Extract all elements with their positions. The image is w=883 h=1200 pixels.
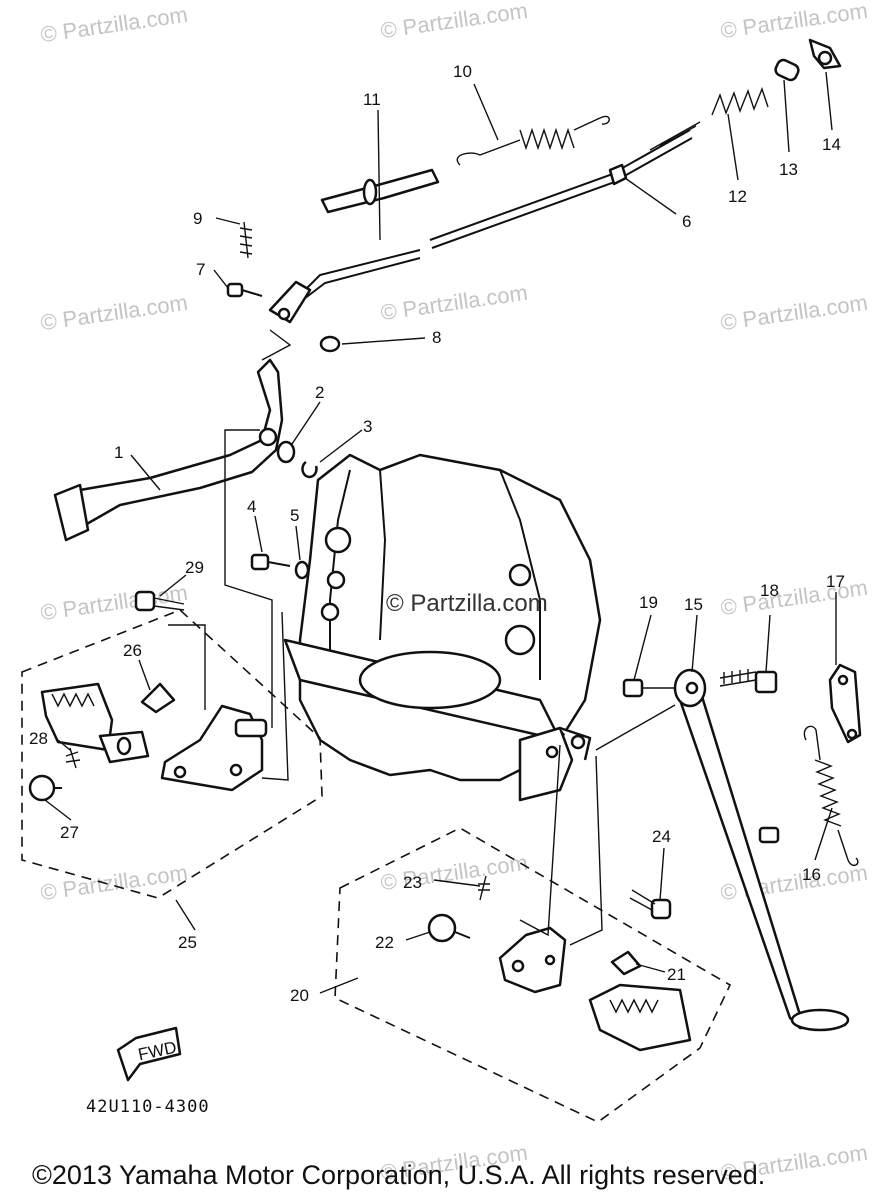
nut (622, 678, 644, 698)
callout-16: 16 (802, 865, 821, 884)
callout-19: 19 (639, 593, 658, 612)
callout-2: 2 (315, 383, 324, 402)
clip (301, 460, 318, 479)
right-footrest-assembly (334, 827, 732, 1123)
callout-21: 21 (667, 965, 686, 984)
callout-5: 5 (290, 506, 299, 525)
callout-28: 28 (29, 729, 48, 748)
spring-pin (239, 221, 253, 259)
spring (803, 725, 859, 867)
cotter-pin (65, 747, 81, 769)
callout-18: 18 (760, 581, 779, 600)
callout-14: 14 (822, 135, 841, 154)
pin (427, 913, 471, 943)
callout-23: 23 (403, 873, 422, 892)
fwd-arrow: FWD (116, 1026, 182, 1082)
callout-3: 3 (363, 417, 372, 436)
callout-1: 1 (114, 443, 123, 462)
callout-27: 27 (60, 823, 79, 842)
callout-8: 8 (432, 328, 441, 347)
callout-4: 4 (247, 497, 256, 516)
frame (283, 453, 602, 802)
callout-12: 12 (728, 187, 747, 206)
callout-6: 6 (682, 212, 691, 231)
callout-labels: 1 2 3 4 5 6 7 8 9 10 11 12 13 14 15 16 1… (29, 62, 845, 1005)
pin (28, 774, 62, 802)
bracket (828, 663, 862, 744)
collar (774, 58, 800, 82)
sidestand (673, 668, 850, 1032)
callout-7: 7 (196, 260, 205, 279)
bolt (629, 889, 672, 920)
leader-lines (44, 71, 837, 994)
cotter-pin (478, 875, 490, 901)
left-footrest-assembly (21, 609, 323, 899)
bolt (719, 669, 778, 694)
callout-15: 15 (684, 595, 703, 614)
part-code: 42U110-4300 (86, 1097, 210, 1117)
callout-13: 13 (779, 160, 798, 179)
bolt (134, 590, 185, 612)
callout-22: 22 (375, 933, 394, 952)
callout-17: 17 (826, 572, 845, 591)
bolt (226, 282, 263, 298)
shift-pedal (53, 358, 284, 542)
spring (711, 86, 769, 116)
callout-11: 11 (363, 90, 381, 109)
callout-24: 24 (652, 827, 671, 846)
copyright-notice: ©2013 Yamaha Motor Corporation, U.S.A. A… (32, 1160, 766, 1190)
spring (456, 115, 610, 166)
washer (294, 560, 310, 580)
callout-26: 26 (123, 641, 142, 660)
callout-25: 25 (178, 933, 197, 952)
watermark-center: © Partzilla.com (386, 590, 548, 617)
reference-lines (168, 329, 676, 946)
bolt (250, 553, 291, 571)
callout-20: 20 (290, 986, 309, 1005)
washer (276, 440, 296, 464)
callout-9: 9 (193, 209, 202, 228)
pivot-shaft (320, 168, 440, 214)
shift-rod (268, 121, 701, 324)
washer (319, 335, 341, 353)
wing-nut (808, 38, 842, 70)
callout-10: 10 (453, 62, 472, 81)
callout-29: 29 (185, 558, 204, 577)
